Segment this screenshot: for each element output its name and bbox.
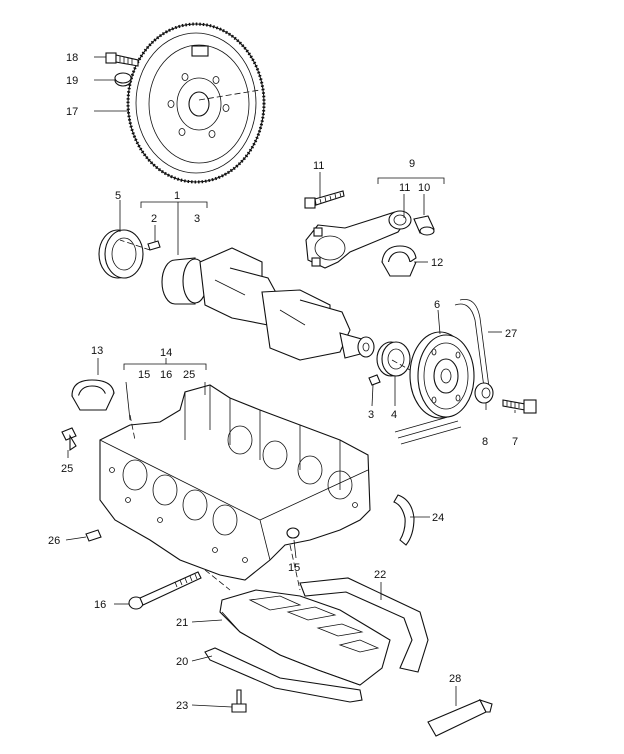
rear-seal bbox=[98, 229, 144, 279]
crank-pulley bbox=[409, 331, 475, 419]
label-25: 25 bbox=[61, 463, 73, 475]
leader-lines bbox=[65, 56, 516, 708]
label-11-rod: 11 bbox=[399, 182, 410, 194]
label-23: 23 bbox=[176, 700, 188, 712]
crankcase-bolt bbox=[128, 571, 202, 610]
dowel-pin bbox=[147, 240, 161, 251]
label-14: 14 bbox=[160, 347, 172, 359]
rod-bearing bbox=[381, 245, 417, 277]
label-25-crankcase: 25 bbox=[183, 369, 195, 381]
label-16: 16 bbox=[94, 599, 106, 611]
label-19: 19 bbox=[66, 75, 78, 87]
label-15-crankcase: 15 bbox=[138, 369, 150, 381]
label-16-crankcase: 16 bbox=[160, 369, 172, 381]
label-5: 5 bbox=[115, 190, 121, 202]
crankcase-stud bbox=[286, 527, 300, 539]
label-20: 20 bbox=[176, 656, 188, 668]
alignment-dashes bbox=[119, 89, 411, 591]
front-seal bbox=[376, 341, 411, 377]
gasket-upper bbox=[299, 577, 429, 673]
pulley-washer bbox=[474, 382, 494, 404]
sealant-tube bbox=[427, 699, 493, 737]
label-17: 17 bbox=[66, 106, 78, 118]
label-24: 24 bbox=[432, 512, 444, 524]
label-7: 7 bbox=[512, 436, 518, 448]
label-8: 8 bbox=[482, 436, 488, 448]
label-12: 12 bbox=[431, 257, 443, 269]
locating-pin bbox=[85, 529, 102, 542]
label-21: 21 bbox=[176, 617, 188, 629]
label-13: 13 bbox=[91, 345, 103, 357]
label-10: 10 bbox=[418, 182, 430, 194]
label-22: 22 bbox=[374, 569, 386, 581]
gasket-lower bbox=[204, 647, 363, 703]
oil-baffle bbox=[393, 494, 415, 546]
label-9: 9 bbox=[409, 158, 415, 170]
label-28: 28 bbox=[449, 673, 461, 685]
flywheel-washer bbox=[114, 72, 132, 87]
crankcase bbox=[99, 384, 371, 581]
oil-jet bbox=[61, 427, 77, 452]
oil-pan bbox=[219, 589, 391, 686]
woodruff-pin bbox=[368, 374, 381, 386]
flywheel-bolt bbox=[105, 52, 139, 67]
flywheel bbox=[126, 22, 266, 184]
label-2: 2 bbox=[151, 213, 157, 225]
pulley-bolt bbox=[502, 399, 537, 414]
rod-bolt bbox=[304, 190, 345, 209]
crankshaft bbox=[161, 247, 375, 361]
label-27: 27 bbox=[505, 328, 517, 340]
connecting-rod bbox=[305, 210, 412, 269]
label-11-bolt: 11 bbox=[313, 160, 324, 172]
label-3-lower: 3 bbox=[368, 409, 374, 421]
main-bearing-shell bbox=[71, 379, 115, 411]
rod-bushing bbox=[413, 215, 435, 236]
label-4: 4 bbox=[391, 409, 397, 421]
label-6: 6 bbox=[434, 299, 440, 311]
label-1: 1 bbox=[174, 190, 180, 202]
oil-pan-bolt bbox=[231, 689, 247, 713]
bearing-bores bbox=[122, 425, 353, 536]
label-18: 18 bbox=[66, 52, 78, 64]
label-3-upper: 3 bbox=[194, 213, 200, 225]
label-26: 26 bbox=[48, 535, 60, 547]
part-labels: 18 19 17 11 9 11 10 12 5 1 2 3 6 27 3 4 … bbox=[48, 52, 518, 712]
label-15: 15 bbox=[288, 562, 300, 574]
